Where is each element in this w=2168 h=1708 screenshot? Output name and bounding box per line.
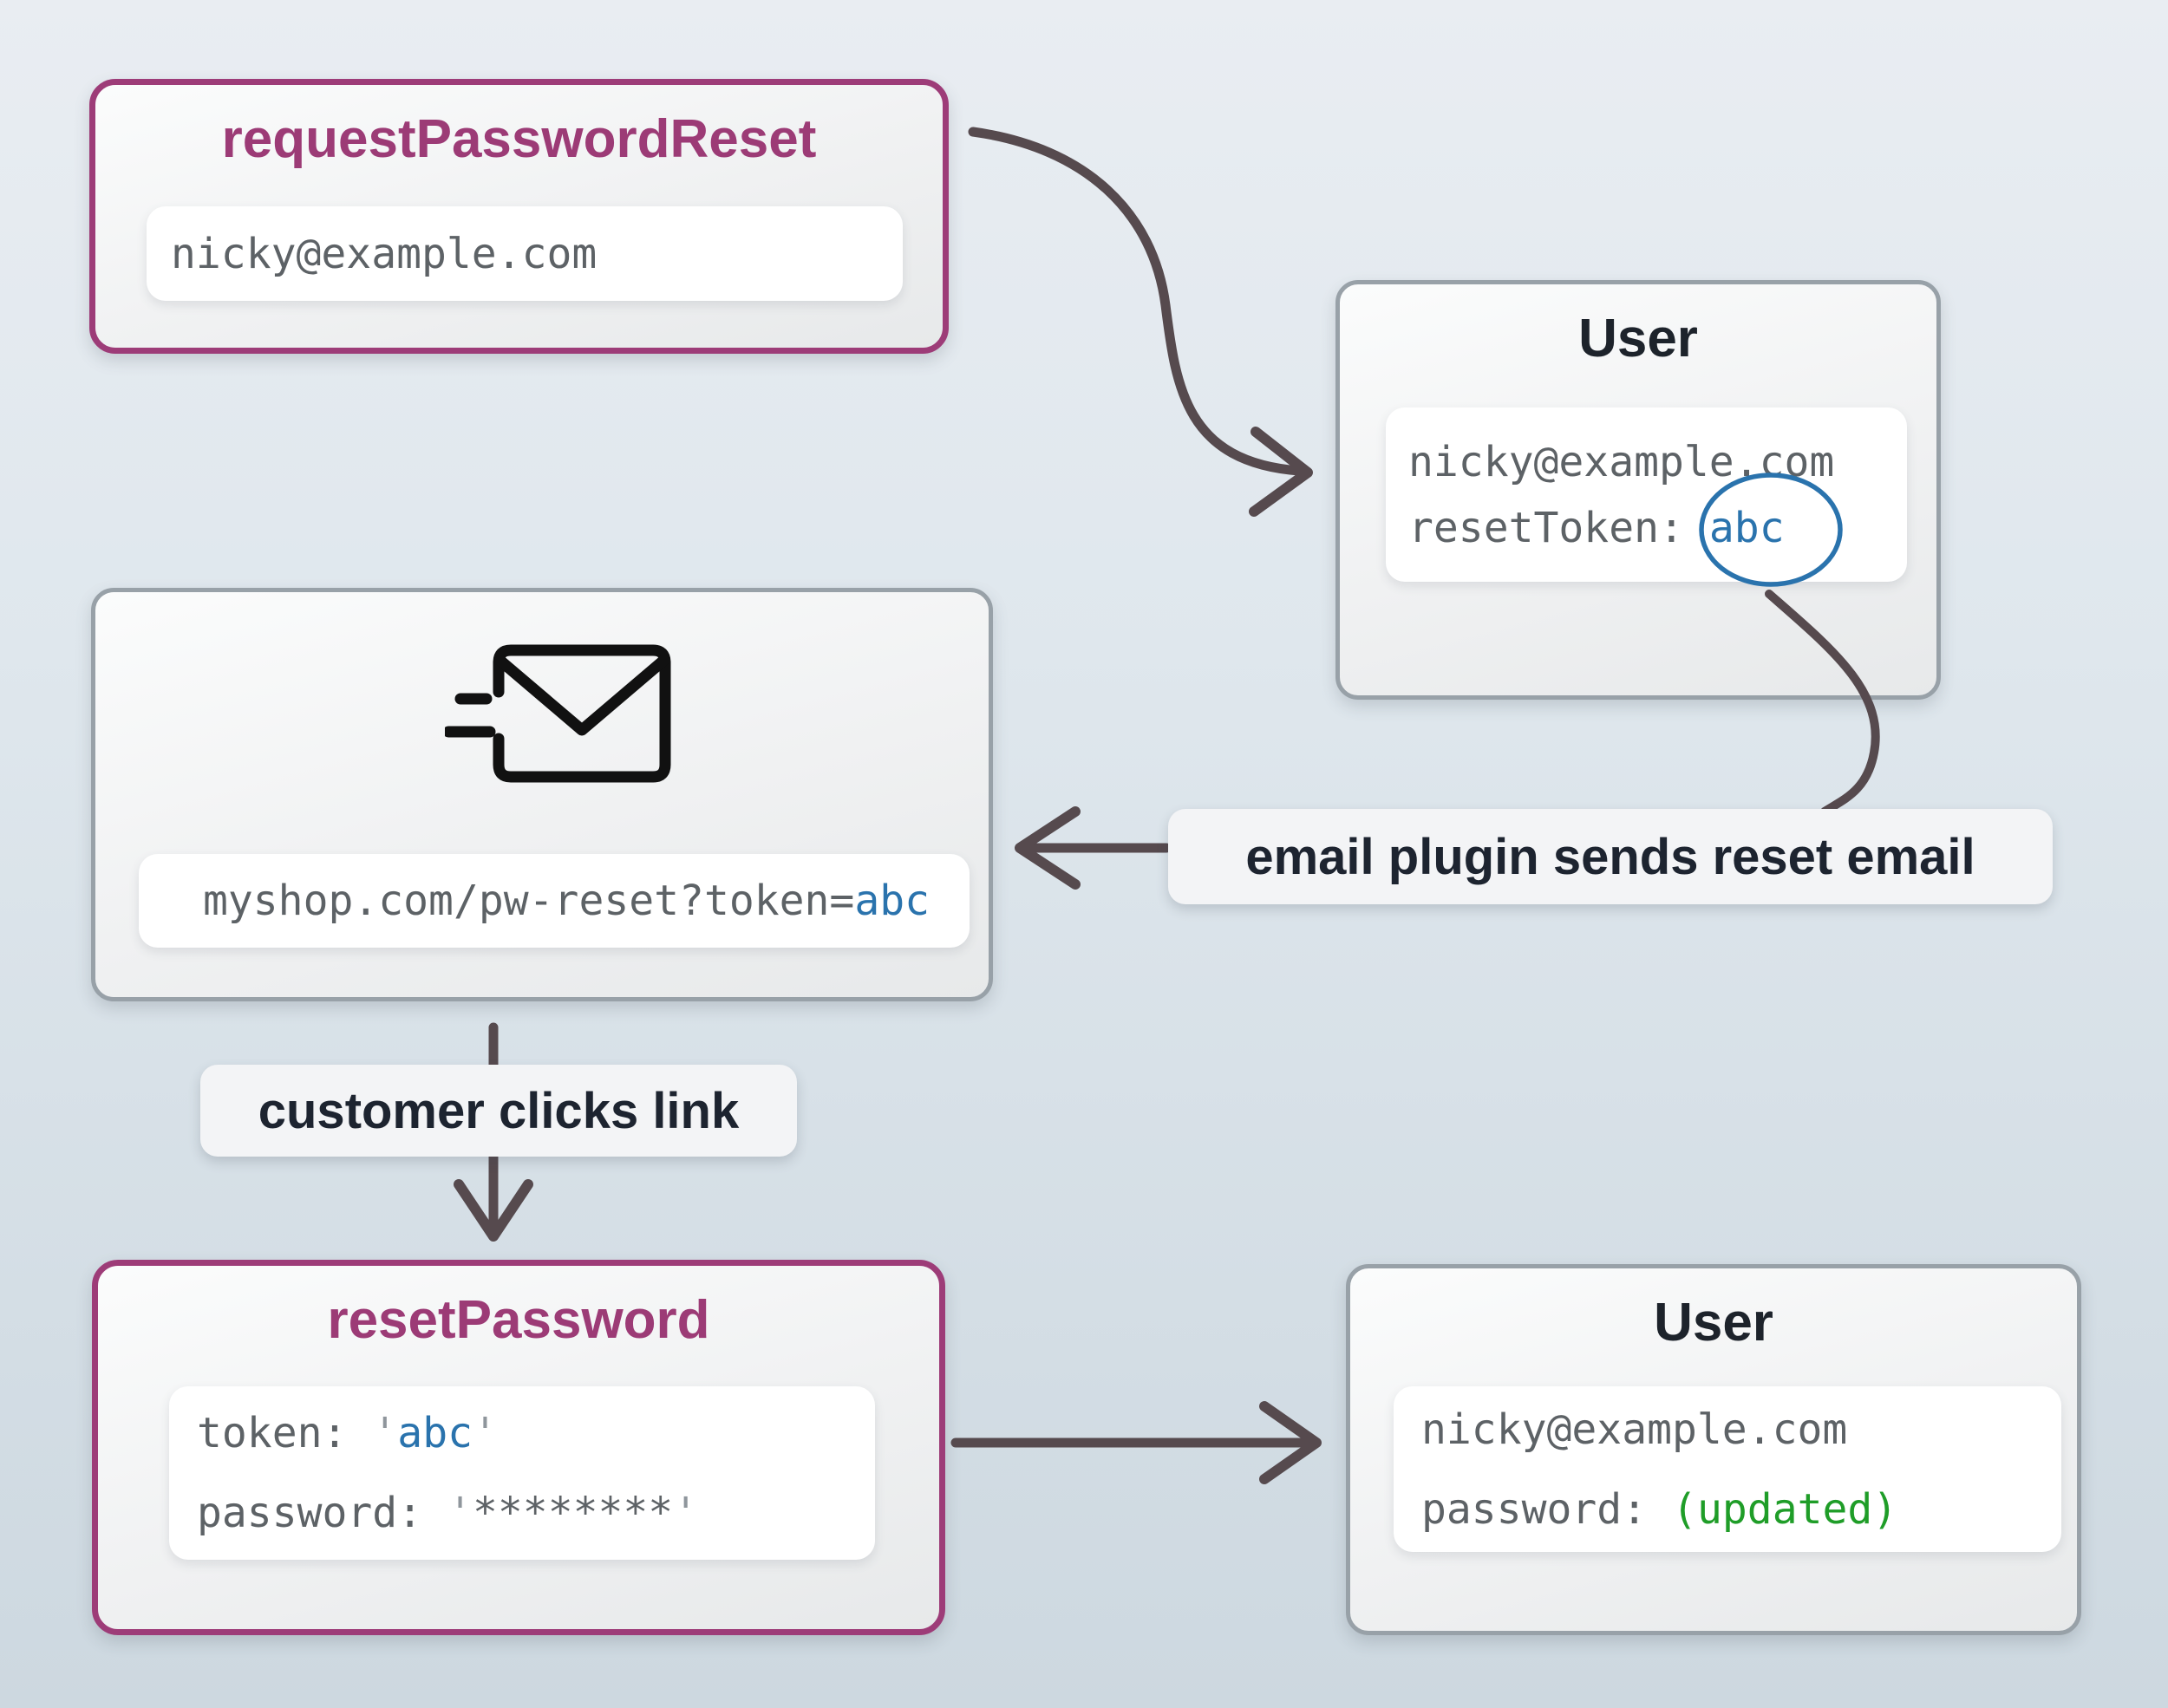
user-bottom-record: nicky@example.com password: (updated)	[1394, 1386, 2061, 1552]
reset-password-title: resetPassword	[327, 1290, 710, 1350]
request-email-field: nicky@example.com	[147, 206, 903, 301]
token-line: token: 'abc'	[197, 1393, 875, 1473]
reset-url-field: myshop.com/pw-reset?token=abc	[139, 854, 970, 948]
close-quote: '	[473, 1409, 498, 1457]
open-quote: '	[372, 1409, 398, 1457]
password-masked: ********	[473, 1489, 674, 1537]
close-quote: '	[673, 1489, 699, 1537]
node-reset-password: resetPassword token:'abc' password:'****…	[92, 1260, 945, 1635]
node-user-bottom: User nicky@example.com password: (updated…	[1346, 1264, 2081, 1635]
email-value: nicky@example.com	[171, 229, 598, 278]
reset-token-line: resetToken: abc	[1408, 495, 1907, 561]
reset-token-label: resetToken:	[1408, 503, 1684, 552]
node-email-message: myshop.com/pw-reset?token=abc	[91, 588, 993, 1001]
reset-token-value: abc	[1708, 503, 1785, 552]
request-password-reset-title: requestPasswordReset	[221, 109, 817, 169]
password-label: password:	[1421, 1484, 1648, 1534]
annotation-customer-clicks-link: customer clicks link	[200, 1065, 797, 1157]
node-user-top: User nicky@example.com resetToken: abc	[1335, 280, 1941, 700]
node-request-password-reset: requestPasswordReset nicky@example.com	[89, 79, 949, 354]
password-line: password: '********'	[197, 1473, 875, 1553]
annotation-email-plugin: email plugin sends reset email	[1168, 809, 2053, 904]
user-top-record: nicky@example.com resetToken: abc	[1386, 407, 1907, 582]
user-top-title: User	[1578, 309, 1698, 368]
mail-send-icon	[442, 642, 672, 786]
reset-url-prefix: myshop.com/pw-reset?token=	[202, 877, 855, 925]
password-updated-value: (updated)	[1672, 1484, 1898, 1534]
token-label: token:	[197, 1409, 348, 1457]
reset-url-token: abc	[854, 877, 931, 925]
arrow-label-to-email	[1015, 806, 1172, 890]
email-value: nicky@example.com	[1421, 1405, 1848, 1454]
user-bottom-title: User	[1654, 1293, 1773, 1353]
open-quote: '	[447, 1489, 473, 1537]
password-label: password:	[197, 1489, 423, 1537]
email-value: nicky@example.com	[1408, 437, 1835, 486]
reset-password-args: token:'abc' password:'********'	[169, 1386, 875, 1560]
arrow-reset-to-user	[950, 1401, 1322, 1484]
arrow-request-to-user	[968, 127, 1313, 517]
token-value: abc	[397, 1409, 473, 1457]
password-line: password: (updated)	[1421, 1470, 2061, 1549]
